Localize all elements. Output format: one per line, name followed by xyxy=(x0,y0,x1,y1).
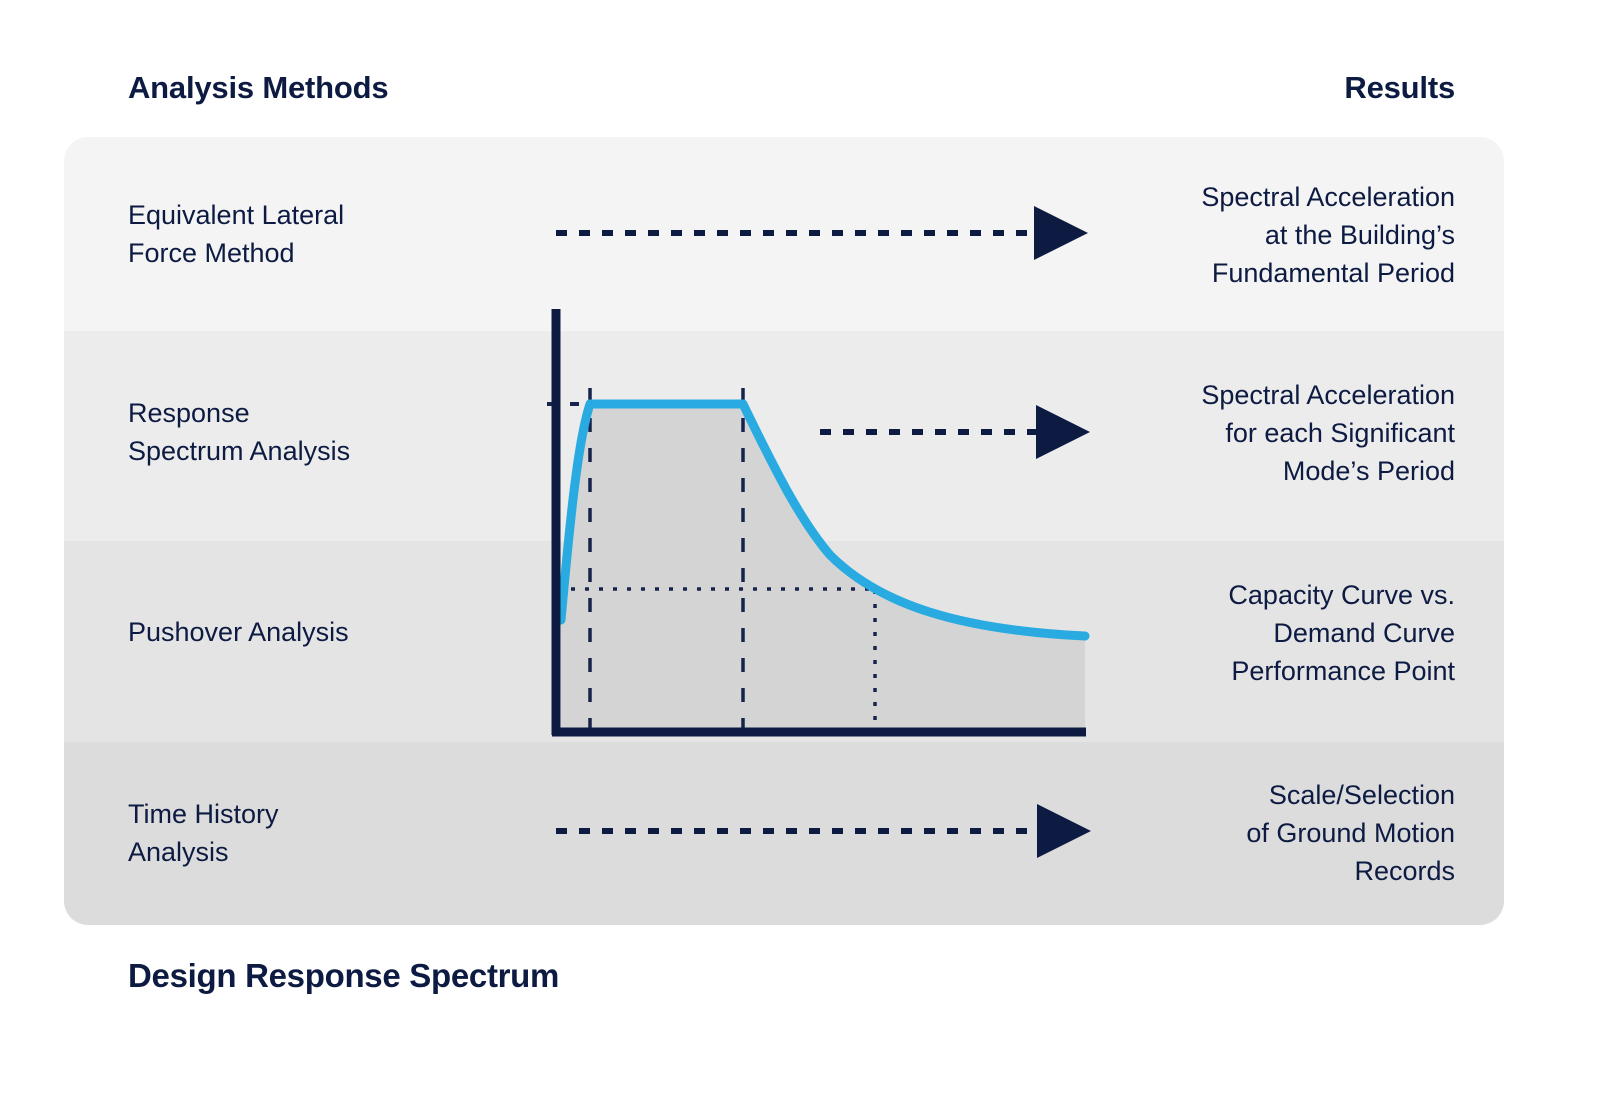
page-title-analysis-methods: Analysis Methods xyxy=(128,70,389,105)
page-title-results: Results xyxy=(1344,70,1455,105)
result-label-capacity-demand-curve: Capacity Curve vs. Demand Curve Performa… xyxy=(1055,576,1455,690)
result-label-line: for each Significant xyxy=(1225,418,1455,448)
method-label-equivalent-lateral-force: Equivalent Lateral Force Method xyxy=(128,196,518,272)
result-label-line: Records xyxy=(1354,856,1455,886)
result-label-line: of Ground Motion xyxy=(1246,818,1455,848)
method-label-line: Analysis xyxy=(128,837,229,867)
method-label-pushover: Pushover Analysis xyxy=(128,613,518,651)
result-label-line: Mode’s Period xyxy=(1282,456,1455,486)
method-label-response-spectrum: Response Spectrum Analysis xyxy=(128,394,518,470)
chart-caption: Design Response Spectrum xyxy=(128,957,560,994)
result-label-line: Fundamental Period xyxy=(1211,258,1455,288)
method-label-line: Force Method xyxy=(128,238,295,268)
result-label-spectral-acceleration-modes: Spectral Acceleration for each Significa… xyxy=(1055,376,1455,490)
result-label-line: Spectral Acceleration xyxy=(1201,380,1455,410)
method-label-line: Pushover Analysis xyxy=(128,617,349,647)
result-label-spectral-acceleration-fundamental: Spectral Acceleration at the Building’s … xyxy=(1055,178,1455,292)
result-label-line: Demand Curve xyxy=(1273,618,1455,648)
result-label-line: Spectral Acceleration xyxy=(1201,182,1455,212)
method-label-line: Spectrum Analysis xyxy=(128,436,351,466)
method-label-line: Equivalent Lateral xyxy=(128,200,345,230)
method-label-line: Time History xyxy=(128,799,279,829)
result-label-line: Capacity Curve vs. xyxy=(1228,580,1455,610)
result-label-line: Scale/Selection xyxy=(1268,780,1455,810)
result-label-line: at the Building’s xyxy=(1264,220,1455,250)
method-label-time-history: Time History Analysis xyxy=(128,795,518,871)
result-label-ground-motion-records: Scale/Selection of Ground Motion Records xyxy=(1055,776,1455,890)
method-label-line: Response xyxy=(128,398,250,428)
result-label-line: Performance Point xyxy=(1231,656,1455,686)
